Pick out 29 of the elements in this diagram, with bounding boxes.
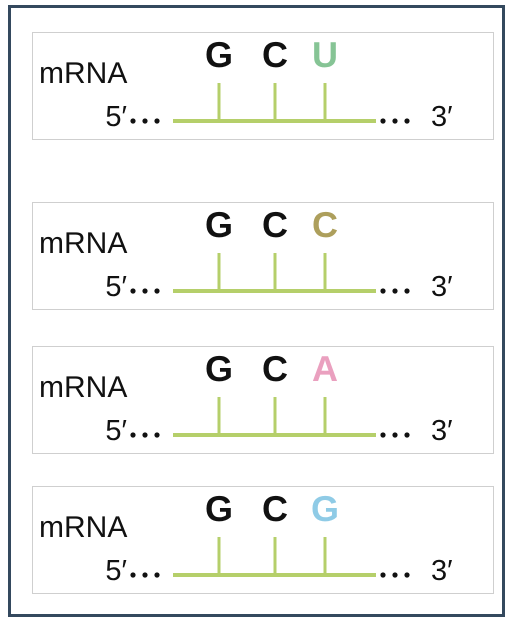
mrna-panel <box>32 486 494 594</box>
molecule-label: mRNA <box>39 513 128 543</box>
nucleotide-letter: C <box>262 207 288 243</box>
nucleotide-letter: C <box>262 351 288 387</box>
nucleotide-letter: C <box>262 491 288 527</box>
nucleotide-letter: G <box>205 351 233 387</box>
nucleotide-letter: U <box>312 37 338 73</box>
nucleotide-letter: G <box>205 207 233 243</box>
strand-end-label: 5′ <box>104 103 127 132</box>
frame <box>8 5 505 617</box>
mrna-panel <box>32 202 494 310</box>
nucleotide-letter: C <box>262 37 288 73</box>
strand-end-label: 5′ <box>104 273 127 302</box>
molecule-label: mRNA <box>39 373 128 403</box>
strand-end-label: 3′ <box>431 103 453 132</box>
mrna-panel <box>32 32 494 140</box>
mrna-panel <box>32 346 494 454</box>
strand-end-label: 5′ <box>104 557 127 586</box>
nucleotide-letter: C <box>312 207 338 243</box>
nucleotide-letter: G <box>205 37 233 73</box>
strand-end-label: 3′ <box>431 557 453 586</box>
strand-end-label: 3′ <box>431 273 453 302</box>
nucleotide-letter: G <box>311 491 339 527</box>
molecule-label: mRNA <box>39 229 128 259</box>
strand-end-label: 5′ <box>104 417 127 446</box>
strand-end-label: 3′ <box>431 417 453 446</box>
molecule-label: mRNA <box>39 59 128 89</box>
nucleotide-letter: G <box>205 491 233 527</box>
nucleotide-letter: A <box>312 351 338 387</box>
